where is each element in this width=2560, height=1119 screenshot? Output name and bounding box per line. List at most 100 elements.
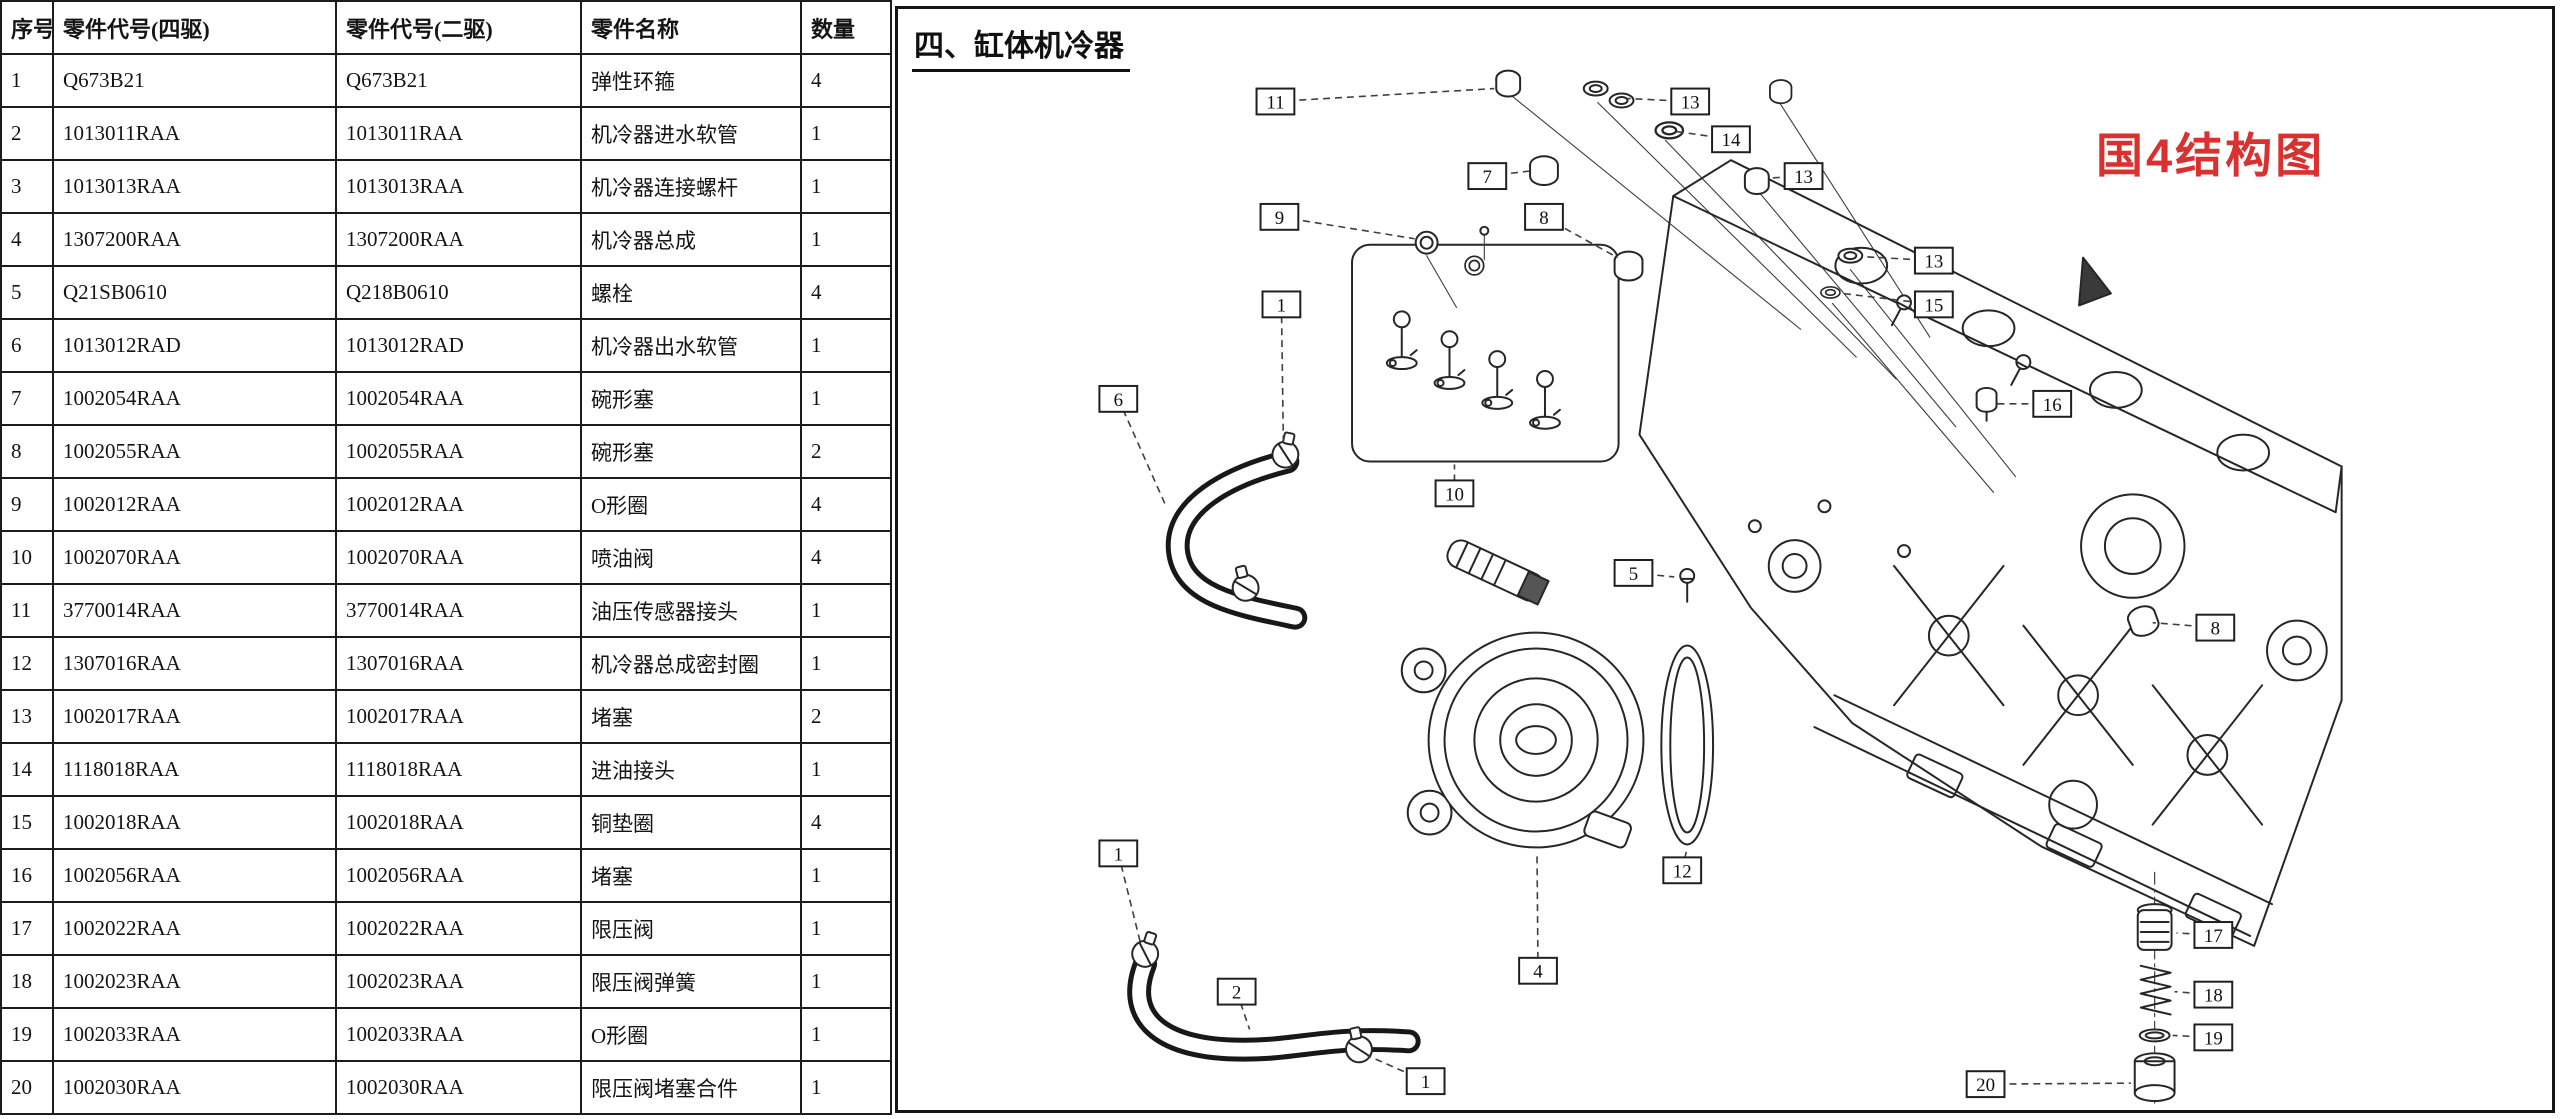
callout-2: 2 [1216,977,1257,1006]
callout-11: 11 [1255,87,1296,116]
svg-text:8: 8 [1539,208,1548,229]
table-cell: 5 [0,265,54,320]
table-cell: 1013012RAD [335,318,582,373]
svg-text:13: 13 [1924,252,1943,273]
table-cell: 1002023RAA [52,954,337,1009]
table-cell: 1002054RAA [335,371,582,426]
svg-text:6: 6 [1114,390,1123,411]
table-cell: 10 [0,530,54,585]
table-cell: 堵塞 [580,689,802,744]
column-header: 零件代号(二驱) [335,0,582,55]
table-cell: 机冷器出水软管 [580,318,802,373]
table-cell: 1 [800,583,892,638]
table-cell: 1 [800,106,892,161]
callout-6: 6 [1098,384,1139,413]
table-cell: 4 [800,530,892,585]
callout-leader-line [1675,130,1732,141]
table-cell: Q673B21 [335,53,582,108]
table-cell: 喷油阀 [580,530,802,585]
table-cell: 1 [800,742,892,797]
table-cell: 4 [800,477,892,532]
table-cell: 2 [800,424,892,479]
callout-20: 20 [1965,1070,2006,1099]
table-cell: 机冷器进水软管 [580,106,802,161]
callout-leader-line [1366,1054,1426,1082]
table-cell: 1002023RAA [335,954,582,1009]
table-cell: 1 [800,371,892,426]
table-cell: 1013013RAA [335,159,582,214]
table-cell: O形圈 [580,1007,802,1062]
callout-7: 7 [1467,162,1508,191]
upper-hose-drawing [1165,429,1308,630]
table-cell: 11 [0,583,54,638]
diagram-panel: 四、缸体机冷器 国4结构图 [895,6,2555,1113]
table-cell: 1013013RAA [52,159,337,214]
table-cell: 1013011RAA [335,106,582,161]
table-cell: 机冷器总成密封圈 [580,636,802,691]
callout-1: 1 [1098,839,1139,868]
table-cell: 18 [0,954,54,1009]
section-title: 四、缸体机冷器 [912,21,1130,72]
svg-text:13: 13 [1794,167,1813,188]
table-cell: 机冷器总成 [580,212,802,267]
table-cell: 1013011RAA [52,106,337,161]
table-cell: 1 [800,1060,892,1115]
injector-inset-box [1351,225,1620,463]
callout-5: 5 [1613,559,1654,587]
table-cell: 7 [0,371,54,426]
callout-1: 1 [1405,1067,1446,1096]
table-cell: 1002056RAA [52,848,337,903]
column-header: 数量 [800,0,892,55]
svg-text:13: 13 [1681,92,1700,113]
callout-8: 8 [2195,613,2236,642]
table-cell: 碗形塞 [580,371,802,426]
svg-text:5: 5 [1629,564,1638,585]
table-cell: 1002018RAA [335,795,582,850]
table-cell: 限压阀堵塞合件 [580,1060,802,1115]
table-cell: 1002017RAA [52,689,337,744]
table-cell: 16 [0,848,54,903]
table-cell: 1002012RAA [335,477,582,532]
callout-18: 18 [2193,980,2234,1009]
table-cell: 1002055RAA [52,424,337,479]
svg-text:1: 1 [1277,295,1286,316]
cooler-gasket-drawing [1660,644,1715,846]
table-cell: Q21SB0610 [52,265,337,320]
connecting-stud-drawing [1446,539,1550,606]
svg-text:8: 8 [2211,619,2220,640]
svg-text:7: 7 [1483,167,1492,188]
valve-stack-drawing [2133,871,2176,1104]
svg-text:2: 2 [1232,983,1241,1004]
table-cell: 15 [0,795,54,850]
table-cell: 3 [0,159,54,214]
callout-leader-line [2152,621,2216,629]
callout-15: 15 [1913,290,1954,319]
table-cell: 1118018RAA [52,742,337,797]
svg-text:19: 19 [2204,1028,2223,1049]
table-cell: 14 [0,742,54,797]
table-cell: 1307016RAA [335,636,582,691]
table-cell: 2 [800,689,892,744]
table-cell: 螺栓 [580,265,802,320]
lower-hose-drawing [1127,928,1421,1066]
svg-text:9: 9 [1275,208,1284,229]
svg-text:16: 16 [2043,395,2062,416]
table-cell: 机冷器连接螺杆 [580,159,802,214]
callout-16: 16 [2032,389,2073,418]
table-cell: 弹性环箍 [580,53,802,108]
assembly-axis-lines [1426,93,2016,493]
callout-17: 17 [2193,921,2234,949]
svg-text:1: 1 [1421,1072,1430,1093]
